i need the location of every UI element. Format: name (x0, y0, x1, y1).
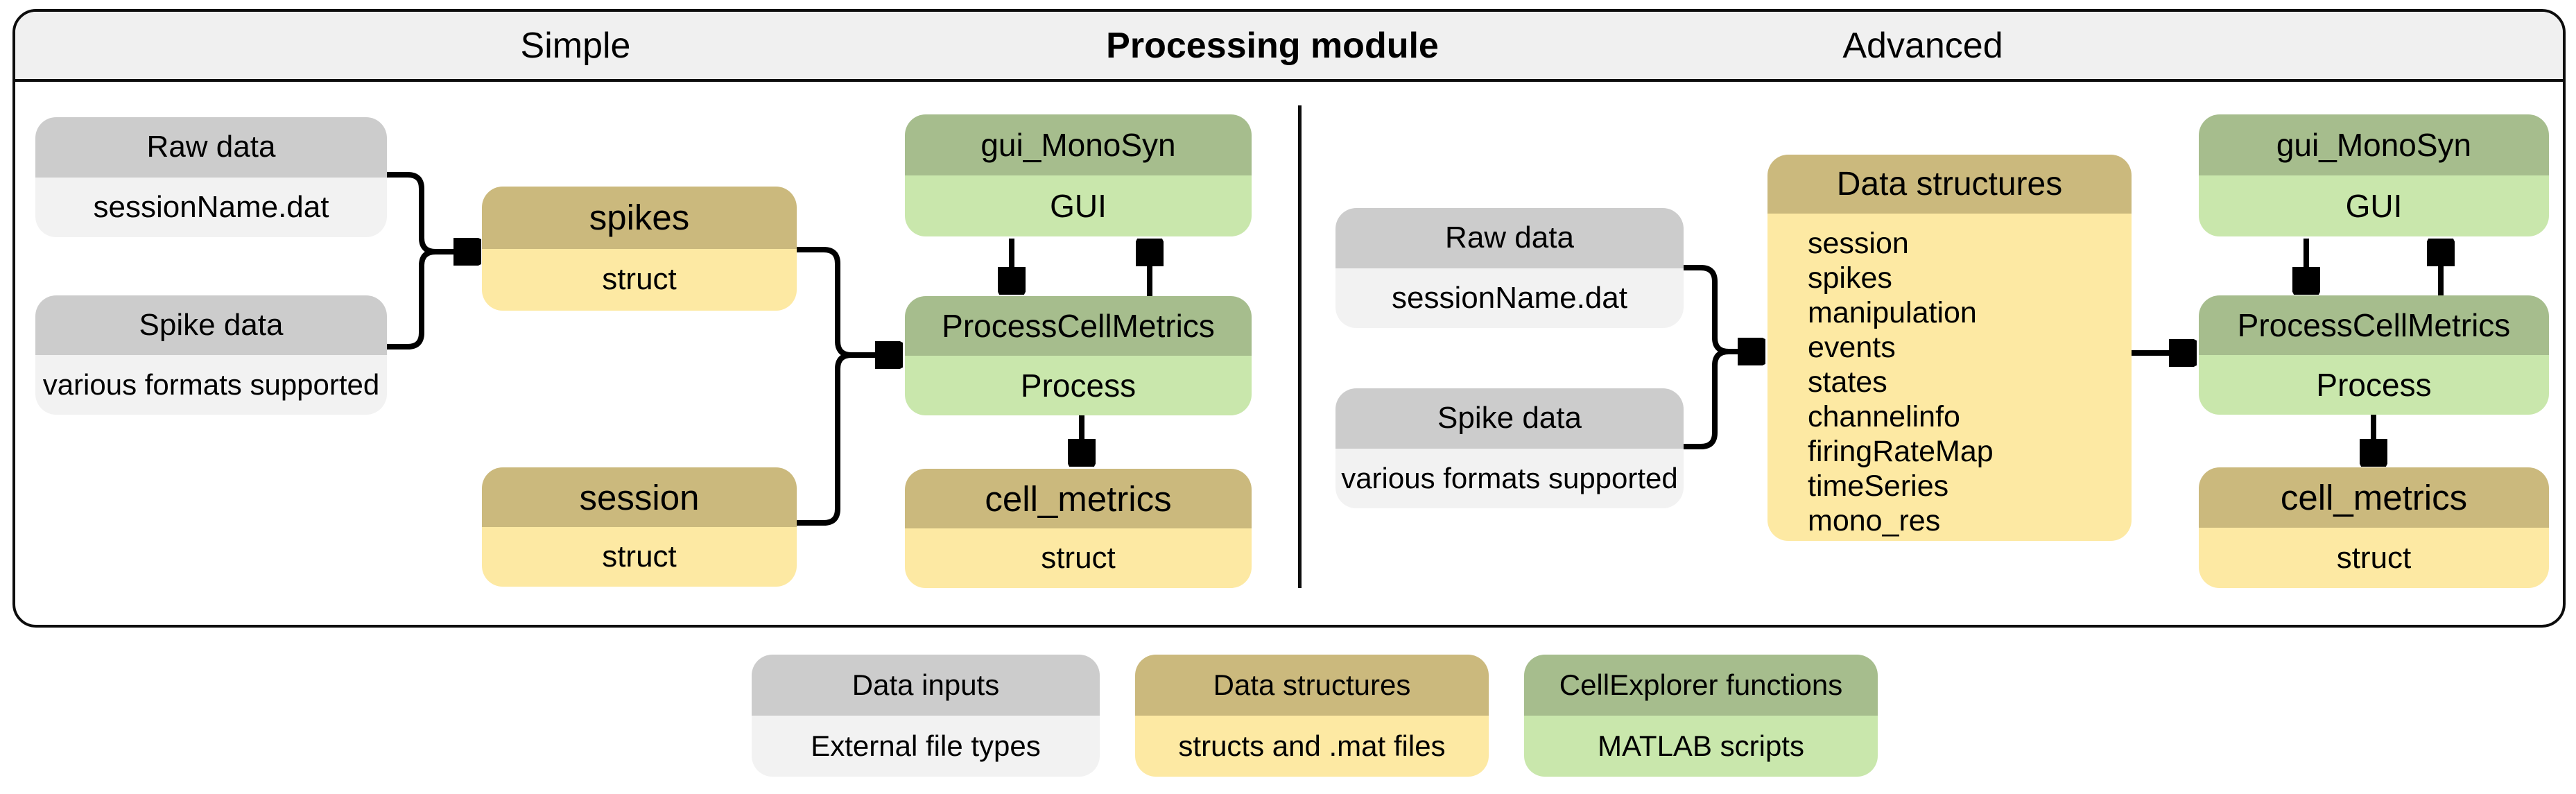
raw-data-box-advanced: Raw data sessionName.dat (1335, 208, 1684, 328)
session-type: struct (482, 527, 797, 587)
gui-monosyn-box-advanced: gui_MonoSyn GUI (2199, 114, 2549, 236)
data-structure-item: spikes (1808, 261, 1892, 295)
spikes-box: spikes struct (482, 187, 797, 311)
spike-data-title: Spike data (1335, 388, 1684, 449)
spike-data-formats: various formats supported (35, 355, 387, 415)
gui-monosyn-title: gui_MonoSyn (905, 114, 1252, 175)
raw-data-title: Raw data (35, 117, 387, 178)
data-structure-item: timeSeries (1808, 469, 1949, 503)
data-structure-item: events (1808, 331, 1896, 364)
spike-data-box-simple: Spike data various formats supported (35, 295, 387, 415)
data-structure-item: states (1808, 365, 1887, 399)
process-cell-metrics-box-advanced: ProcessCellMetrics Process (2199, 295, 2549, 415)
arrow-rawdata-branch-right (1684, 265, 1739, 354)
gui-monosyn-box-simple: gui_MonoSyn GUI (905, 114, 1252, 236)
cell-metrics-title: cell_metrics (2199, 467, 2549, 528)
legend-cellexplorer-functions-title: CellExplorer functions (1524, 655, 1878, 716)
process-cell-metrics-type: Process (2199, 355, 2549, 415)
arrow-rawdata-branch-left (387, 172, 455, 254)
legend-cellexplorer-functions-desc: MATLAB scripts (1524, 716, 1878, 777)
figure-frame (12, 9, 2566, 628)
legend-cellexplorer-functions: CellExplorer functions MATLAB scripts (1524, 655, 1878, 777)
process-cell-metrics-title: ProcessCellMetrics (2199, 295, 2549, 355)
legend-data-structures-desc: structs and .mat files (1135, 716, 1489, 777)
gui-monosyn-title: gui_MonoSyn (2199, 114, 2549, 175)
arrow-session-branch (797, 352, 867, 526)
section-label-processing-module: Processing module (1106, 26, 1439, 66)
raw-data-file: sessionName.dat (1335, 268, 1684, 328)
data-structures-list: session spikes manipulation events state… (1767, 214, 2132, 541)
legend-data-structures-title: Data structures (1135, 655, 1489, 716)
spike-data-title: Spike data (35, 295, 387, 355)
legend-data-structures: Data structures structs and .mat files (1135, 655, 1489, 777)
process-cell-metrics-box-simple: ProcessCellMetrics Process (905, 296, 1252, 415)
data-structure-item: firingRateMap (1808, 435, 1994, 468)
cell-metrics-title: cell_metrics (905, 469, 1252, 528)
arrow-spikedata-branch-left (387, 249, 455, 349)
raw-data-file: sessionName.dat (35, 177, 387, 237)
cell-metrics-box-advanced: cell_metrics struct (2199, 467, 2549, 588)
data-structure-item: mono_res (1808, 504, 1941, 537)
process-cell-metrics-type: Process (905, 356, 1252, 415)
simple-advanced-divider (1298, 105, 1302, 588)
arrow-spikedata-branch-right (1684, 349, 1739, 449)
spike-data-formats: various formats supported (1335, 448, 1684, 508)
section-label-simple: Simple (520, 26, 631, 66)
data-structure-item: session (1808, 227, 1909, 260)
process-cell-metrics-title: ProcessCellMetrics (905, 296, 1252, 356)
arrow-spikes-branch (797, 247, 867, 358)
title-band (15, 12, 2563, 82)
legend-data-inputs: Data inputs External file types (752, 655, 1100, 777)
gui-monosyn-type: GUI (905, 175, 1252, 236)
raw-data-box-simple: Raw data sessionName.dat (35, 117, 387, 237)
spikes-title: spikes (482, 187, 797, 249)
cell-metrics-type: struct (905, 528, 1252, 588)
raw-data-title: Raw data (1335, 208, 1684, 268)
legend-data-inputs-desc: External file types (752, 716, 1100, 777)
spike-data-box-advanced: Spike data various formats supported (1335, 388, 1684, 508)
data-structure-item: manipulation (1808, 296, 1977, 329)
section-label-advanced: Advanced (1842, 26, 2003, 66)
data-structures-box: Data structures session spikes manipulat… (1767, 155, 2132, 541)
cell-metrics-box-simple: cell_metrics struct (905, 469, 1252, 588)
legend-data-inputs-title: Data inputs (752, 655, 1100, 716)
spikes-type: struct (482, 248, 797, 311)
session-title: session (482, 467, 797, 527)
data-structure-item: channelinfo (1808, 400, 1960, 433)
cell-metrics-type: struct (2199, 528, 2549, 588)
session-box: session struct (482, 467, 797, 587)
gui-monosyn-type: GUI (2199, 175, 2549, 236)
data-structures-title: Data structures (1767, 155, 2132, 214)
